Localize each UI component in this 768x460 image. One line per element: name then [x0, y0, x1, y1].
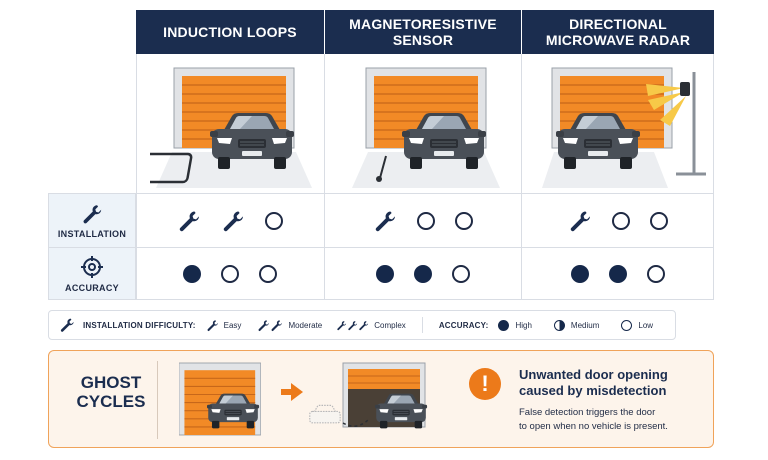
wrench-icon: [179, 211, 199, 231]
header-microwave-radar: DIRECTIONAL MICROWAVE RADAR: [522, 10, 714, 54]
ghost-desc-line2: to open when no vehicle is present.: [519, 421, 668, 432]
legend-high-label: High: [515, 320, 532, 330]
wrench-icon: [359, 320, 369, 330]
row-divider: [48, 193, 714, 194]
ghost-description: False detection triggers the door to ope…: [519, 406, 709, 434]
wrench-icon: [83, 204, 102, 223]
induction-loop-icon: [150, 152, 193, 184]
column-divider: [324, 54, 325, 300]
ghost-divider: [157, 361, 158, 439]
accuracy-rating-induction: [136, 247, 324, 300]
empty-circle-icon: [455, 211, 473, 230]
legend-low: Low: [621, 319, 654, 331]
legend: INSTALLATION DIFFICULTY: Easy Moderate C…: [48, 310, 676, 340]
header-title-line1: INDUCTION LOOPS: [163, 24, 297, 40]
target-icon: [81, 255, 103, 278]
empty-circle-icon: [647, 264, 665, 283]
legend-divider: [421, 317, 423, 333]
row-label-accuracy: ACCURACY: [48, 247, 136, 300]
header-induction-loops: INDUCTION LOOPS: [136, 10, 324, 54]
legend-medium-label: Medium: [570, 320, 600, 330]
sensor-cable-icon: [379, 155, 387, 179]
arrow-right-icon: [281, 383, 303, 401]
ghost-headline-line2: caused by misdetection: [519, 383, 667, 398]
empty-circle-icon: [650, 211, 668, 230]
empty-circle-icon: [221, 264, 239, 283]
ghost-headline-line1: Unwanted door opening: [519, 367, 668, 382]
wrench-icon: [271, 319, 283, 331]
filled-circle-icon: [609, 264, 627, 283]
comparison-table: [136, 54, 714, 300]
header-title-line2: MICROWAVE RADAR: [545, 32, 691, 48]
row-divider: [48, 247, 714, 248]
magnetoresistive-sensor-icon: [376, 176, 382, 182]
magnetoresistive-illustration: [352, 67, 500, 188]
ghost-cycles-panel: GHOST CYCLES: [48, 350, 714, 448]
ghost-headline: Unwanted door opening caused by misdetec…: [519, 367, 709, 399]
filled-circle-icon: [571, 264, 589, 283]
accuracy-rating-magnetoresistive: [325, 247, 521, 300]
legend-high: High: [498, 319, 532, 331]
empty-circle-icon: [259, 264, 277, 283]
filled-circle-icon: [498, 319, 510, 331]
empty-circle-icon: [621, 319, 633, 331]
wrench-icon: [258, 319, 270, 331]
alert-icon: !: [469, 368, 501, 400]
ghost-title-line1: GHOST: [80, 373, 142, 392]
ghost-car-icon: [309, 404, 341, 424]
legend-moderate: Moderate: [257, 319, 322, 332]
column-divider: [521, 54, 522, 300]
empty-circle-icon: [265, 211, 283, 230]
legend-medium: Medium: [553, 319, 600, 331]
legend-moderate-label: Moderate: [288, 320, 323, 330]
induction-loop-illustration: [150, 67, 312, 188]
wrench-icon: [375, 211, 395, 231]
ghost-cycle-illustration: [179, 362, 428, 436]
radar-beam-icon: [646, 84, 686, 126]
radar-illustration: [542, 67, 706, 188]
accuracy-label: ACCURACY: [65, 282, 119, 293]
installation-rating-radar: [522, 193, 714, 248]
ghost-title-line2: CYCLES: [76, 392, 146, 411]
installation-rating-magnetoresistive: [325, 193, 521, 248]
header-title-line1: MAGNETORESISTIVE: [349, 16, 497, 32]
ghost-cycles-title: GHOST CYCLES: [61, 373, 161, 411]
empty-circle-icon: [417, 211, 435, 230]
header-magnetoresistive: MAGNETORESISTIVE SENSOR: [325, 10, 521, 54]
wrench-icon: [348, 320, 358, 330]
accuracy-rating-radar: [522, 247, 714, 300]
legend-accuracy-title: ACCURACY:: [438, 320, 489, 330]
legend-complex: Complex: [336, 320, 406, 331]
half-circle-icon: [553, 319, 565, 331]
installation-rating-induction: [136, 193, 324, 248]
wrench-icon: [570, 211, 590, 231]
wrench-icon: [207, 319, 218, 331]
filled-circle-icon: [376, 264, 394, 283]
wrench-icon: [60, 318, 74, 332]
legend-low-label: Low: [638, 320, 654, 330]
empty-circle-icon: [612, 211, 630, 230]
wrench-icon: [337, 320, 347, 330]
installation-label: INSTALLATION: [57, 228, 127, 239]
wrench-icon: [223, 211, 243, 231]
legend-easy-label: Easy: [223, 320, 242, 330]
header-title-line1: DIRECTIONAL: [569, 16, 667, 32]
header-title-line2: SENSOR: [392, 32, 454, 48]
legend-complex-label: Complex: [374, 320, 406, 330]
dashed-path-icon: [342, 418, 370, 427]
legend-difficulty-title: INSTALLATION DIFFICULTY:: [83, 320, 196, 330]
radar-sensor-icon: [680, 82, 690, 96]
ghost-desc-line1: False detection triggers the door: [519, 407, 656, 418]
legend-easy: Easy: [206, 319, 242, 332]
empty-circle-icon: [452, 264, 470, 283]
filled-circle-icon: [414, 264, 432, 283]
filled-circle-icon: [183, 264, 201, 283]
row-label-installation: INSTALLATION: [48, 193, 136, 248]
